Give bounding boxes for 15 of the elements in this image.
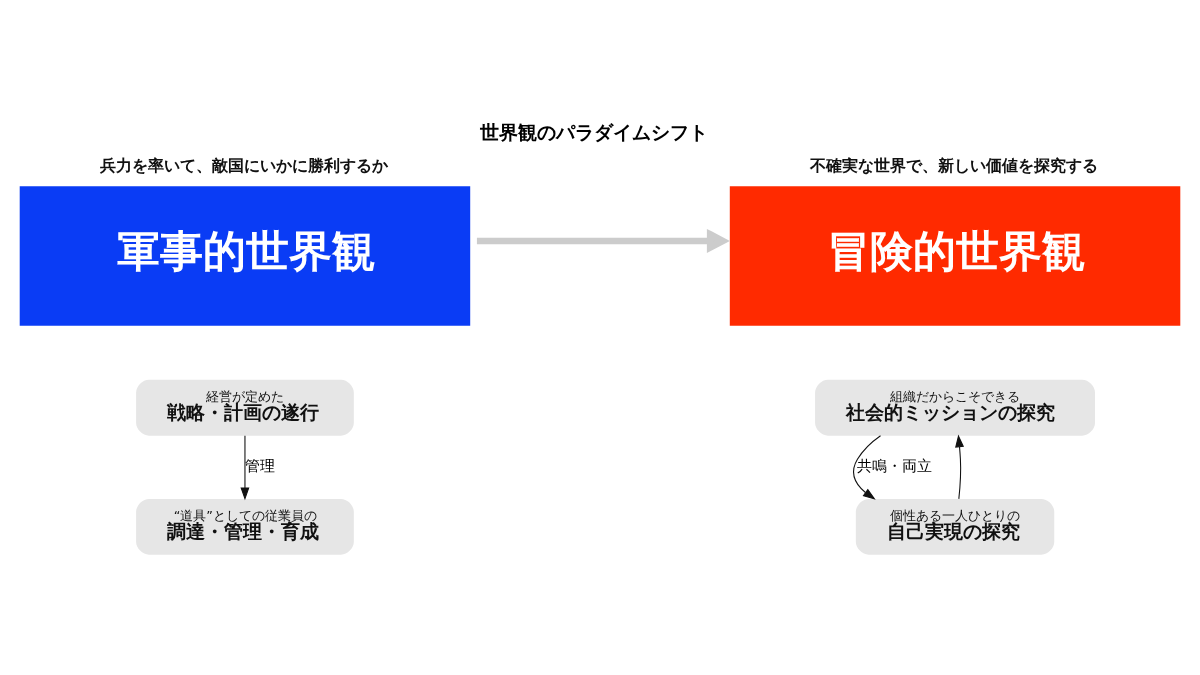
diagram-title: 世界観のパラダイムシフト: [480, 120, 709, 144]
arrow: [476, 228, 730, 254]
node-box: 組織だからこそできる 社会的ミッションの探究: [815, 379, 1095, 436]
node-box: 軍事的世界観: [19, 186, 471, 326]
node-label: 兵力を率いて、敵国にいかに勝利するか: [99, 156, 388, 176]
arrow: [853, 435, 882, 500]
arrow: [955, 434, 965, 500]
edge-label: 共鳴・両立: [857, 457, 933, 476]
node-box: 冒険的世界観: [729, 186, 1181, 326]
edge-label: 管理: [244, 457, 275, 476]
arrow: [240, 435, 250, 501]
node-box: 経営が定めた 戦略・計画の遂行: [136, 379, 354, 436]
node-box: “道具”としての従業員の 調達・管理・育成: [136, 498, 354, 555]
node-box: 個性ある一人ひとりの 自己実現の探究: [855, 498, 1055, 555]
node-label: 不確実な世界で、新しい価値を探究する: [809, 156, 1098, 176]
